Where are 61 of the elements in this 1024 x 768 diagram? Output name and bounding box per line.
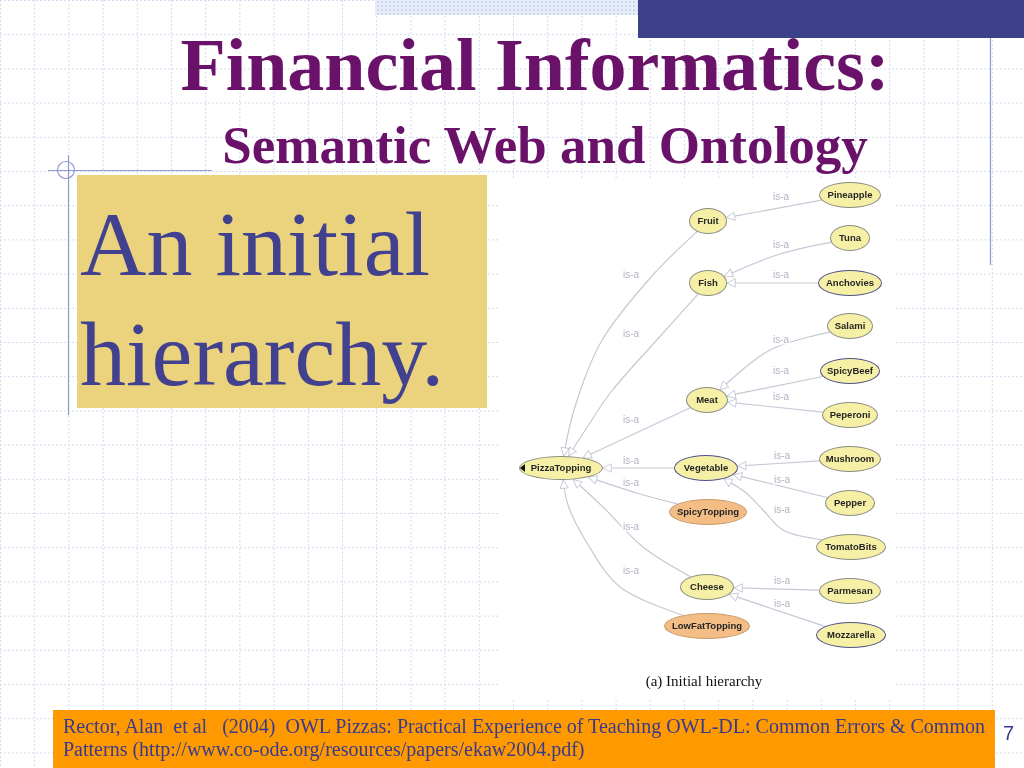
arrow — [582, 407, 691, 459]
node-label: Parmesan — [827, 585, 873, 597]
arrow — [732, 472, 828, 499]
edge-label: is-a — [772, 449, 792, 461]
node-label: Tuna — [839, 232, 861, 244]
arrow — [560, 231, 698, 457]
node-label: Anchovies — [825, 277, 874, 289]
arrow — [727, 398, 824, 413]
citation-text: Rector, Alan et al (2004) OWL Pizzas: Practical Experience of Teaching OWL-DL: Common Errors & Common Patterns (http://www.co-ode.org/resources/papers/ekaw2004.pdf) — [63, 715, 985, 761]
edge-label: is-a — [771, 333, 791, 345]
figure-caption: (a) Initial hierarchy — [645, 672, 763, 690]
edge-label: is-a — [621, 327, 641, 339]
edge-label: is-a — [621, 564, 641, 576]
node-label: TomatoBits — [825, 541, 877, 553]
arrow — [587, 475, 679, 505]
edge-label: is-a — [771, 364, 791, 376]
node-label: SpicyTopping — [676, 506, 740, 518]
edge-label: is-a — [771, 190, 791, 202]
slide-subtitle: Semantic Web and Ontology — [222, 117, 868, 173]
arrow — [726, 278, 819, 288]
node-label: Mushroom — [825, 453, 875, 465]
edge-label: is-a — [621, 454, 641, 466]
arrow — [737, 460, 820, 471]
node-label: Cheese — [690, 581, 724, 593]
heading-text: An initial hierarchy. — [80, 192, 446, 407]
arrow — [728, 592, 826, 627]
edge-label: is-a — [772, 574, 792, 586]
node-label: Mozzarella — [826, 629, 875, 641]
node-label: Salami — [834, 320, 866, 332]
node-label: Pepper — [833, 497, 867, 509]
node-label: Vegetable — [683, 462, 729, 474]
edge-label: is-a — [772, 597, 792, 609]
node-label: Fish — [698, 277, 718, 289]
arrow — [723, 241, 832, 278]
arrow — [719, 331, 831, 391]
edge-label: is-a — [771, 268, 791, 280]
edge-label: is-a — [771, 238, 791, 250]
arrow — [733, 583, 820, 593]
arrow — [572, 478, 692, 578]
edge-label: is-a — [621, 520, 641, 532]
slide-title: Financial Informatics: — [180, 39, 890, 91]
node-label: SpicyBeef — [827, 365, 873, 377]
edge-label: is-a — [621, 476, 641, 488]
arrow — [559, 479, 684, 616]
node-label: Meat — [696, 394, 718, 406]
arrow — [567, 293, 699, 457]
edge-label: is-a — [621, 413, 641, 425]
arrow — [602, 463, 675, 473]
edge-label: is-a — [772, 503, 792, 515]
citation-bar — [53, 710, 995, 768]
page-number: 7 — [1003, 721, 1015, 745]
node-label: Pineapple — [827, 189, 873, 201]
node-label: Peperoni — [829, 409, 871, 421]
node-label: LowFatTopping — [672, 620, 742, 632]
heading-panel — [77, 175, 487, 408]
edge-label: is-a — [772, 473, 792, 485]
node-label: Fruit — [697, 215, 719, 227]
node-label: PizzaTopping — [530, 462, 592, 474]
arrow — [723, 478, 823, 541]
edge-label: is-a — [621, 268, 641, 280]
edge-label: is-a — [771, 390, 791, 402]
